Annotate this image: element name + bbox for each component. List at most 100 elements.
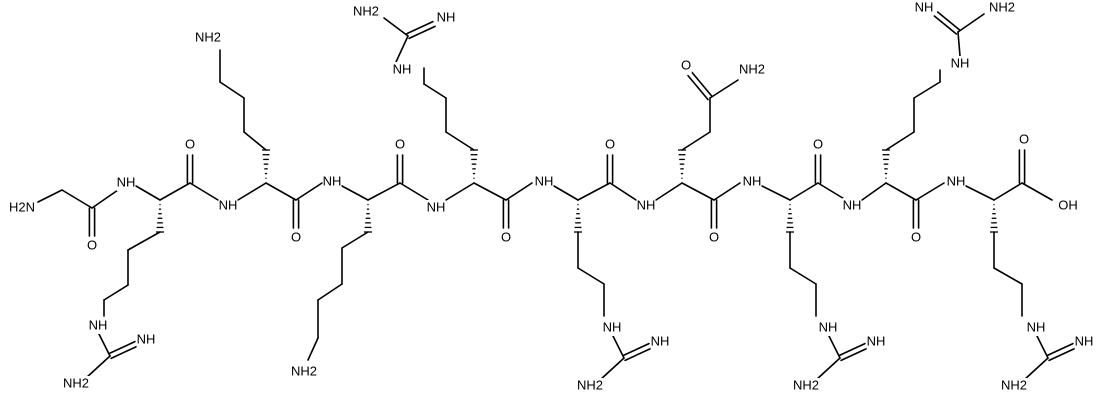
backbone-bond	[445, 182, 475, 201]
amide-nh-label-2: NH	[219, 197, 238, 212]
label-background	[88, 318, 108, 334]
guanidine-double-bond	[622, 342, 650, 357]
backbone-bond	[237, 182, 267, 201]
carbonyl-oxygen-label-1: O	[87, 237, 97, 252]
backbone-bond	[91, 189, 119, 209]
label-background	[818, 320, 838, 336]
label-background	[602, 320, 622, 336]
terminal-hydroxyl-label: OH	[1058, 197, 1078, 212]
label-background	[8, 200, 36, 216]
backbone-bond	[915, 182, 945, 201]
backbone-bond	[885, 182, 917, 201]
guanidine-bond	[957, 31, 961, 57]
label-background	[866, 334, 886, 350]
backbone-bond	[965, 185, 995, 201]
carbonyl-oxygen-label-5: O	[501, 229, 511, 244]
label-background	[184, 137, 196, 153]
guanidine-amine-label-1: NH2	[63, 375, 89, 390]
guanidine-double-bond	[408, 25, 436, 40]
label-background	[290, 364, 318, 380]
gly-terminal-amine-label: H2N	[9, 199, 35, 214]
terminal-carbonyl-oxygen-label: O	[1019, 131, 1029, 146]
guanidine-double-bond	[1046, 342, 1074, 357]
amide-nh-label-7: NH	[743, 173, 762, 188]
carbonyl-oxygen-label-3: O	[291, 229, 301, 244]
sidechain-bond	[681, 131, 711, 151]
backbone-bond	[265, 182, 297, 201]
amide-nh-label-6: NH	[637, 197, 656, 212]
label-background	[576, 378, 604, 394]
label-background	[392, 62, 412, 78]
guanidine-imine-label-6: NH	[1075, 333, 1094, 348]
guanidine-bond	[815, 357, 841, 381]
backbone-bond	[789, 182, 819, 201]
label-background	[914, 0, 934, 16]
guanidine-imine-label-5: NH	[915, 0, 934, 14]
lys-amine-label-1: NH2	[195, 29, 221, 44]
sidechain-bond	[445, 131, 475, 151]
guanidine-bond	[395, 35, 409, 63]
backbone-bond	[681, 182, 715, 201]
guanidine-amine-label-3: NH2	[577, 377, 603, 392]
sidechain-bond	[577, 267, 605, 285]
guanidine-bond	[599, 357, 625, 381]
backbone-bond	[655, 182, 683, 201]
backbone-bond	[817, 182, 847, 201]
arg-nh-label-5: NH	[951, 55, 970, 70]
carbonyl-double-bond	[687, 74, 709, 101]
label-background	[426, 200, 446, 216]
guanidine-double-bond	[1048, 347, 1076, 362]
backbone-bond	[505, 182, 533, 201]
sidechain-bond	[127, 231, 161, 251]
label-background	[218, 198, 238, 214]
backbone-bond	[341, 185, 369, 201]
label-background	[792, 378, 820, 394]
backbone-bond	[61, 189, 93, 209]
backbone-bond	[1021, 182, 1053, 201]
backbone-bond	[609, 182, 637, 201]
label-background	[436, 10, 456, 26]
guanidine-bond	[383, 17, 409, 37]
arg-nh-label-6: NH	[1027, 319, 1046, 334]
label-background	[322, 174, 342, 190]
label-background	[1058, 198, 1078, 214]
label-background	[500, 230, 512, 246]
label-background	[62, 376, 90, 392]
sidechain-bond	[885, 131, 915, 151]
label-background	[136, 332, 156, 348]
label-background	[1000, 378, 1028, 394]
label-background	[910, 230, 922, 246]
guanidine-double-bond	[108, 340, 136, 355]
label-background	[988, 0, 1016, 16]
carbonyl-oxygen-label-8: O	[813, 136, 823, 151]
label-background	[738, 62, 766, 78]
amide-nh-label-5: NH	[535, 173, 554, 188]
carbonyl-oxygen-label-4: O	[395, 136, 405, 151]
backbone-bond	[861, 182, 887, 201]
label-background	[1074, 334, 1094, 350]
guanidine-double-bond	[838, 342, 866, 357]
arg-nh-label-2: NH	[393, 61, 412, 76]
guanidine-bond	[827, 333, 841, 359]
amide-nh-label-4: NH	[427, 199, 446, 214]
label-background	[352, 4, 380, 20]
label-background	[86, 238, 98, 254]
label-background	[534, 174, 554, 190]
backbone-bond	[135, 185, 161, 201]
guanidine-double-bond	[406, 20, 434, 35]
sidechain-bond	[913, 81, 941, 99]
bond-layer	[37, 11, 1076, 381]
amide-nh-label-1: NH	[117, 174, 136, 189]
sidechain-bond	[219, 81, 245, 99]
guanidine-double-bond	[110, 345, 138, 360]
backbone-bond	[553, 185, 579, 201]
backbone-bond	[367, 182, 401, 201]
label-background	[950, 56, 970, 72]
amide-nh-label-8: NH	[843, 197, 862, 212]
guanidine-bond	[97, 331, 111, 357]
guanidine-amine-label-6: NH2	[1001, 377, 1027, 392]
backbone-bond	[761, 185, 791, 201]
sidechain-bond	[307, 337, 319, 361]
sidechain-bond	[317, 283, 343, 301]
